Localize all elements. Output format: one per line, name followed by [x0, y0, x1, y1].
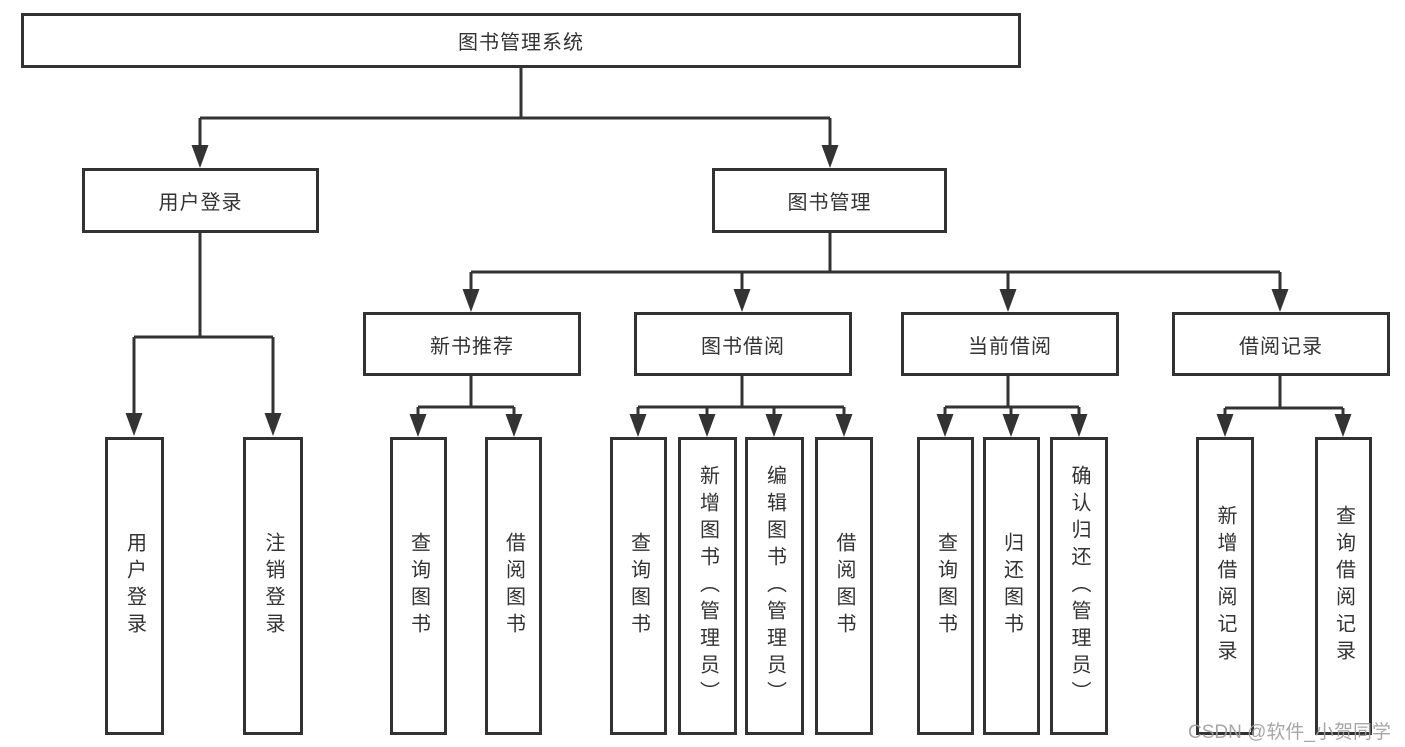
node-root: 图书管理系统	[21, 13, 1021, 68]
leaf-query-book-newrec: 查询图书	[390, 437, 447, 735]
watermark-text: CSDN @软件_小贺同学	[1188, 722, 1391, 743]
leaf-borrow-book-label: 借阅图书	[833, 532, 855, 640]
node-new-book-recommend-label: 新书推荐	[430, 335, 514, 358]
leaf-query-book-borrow: 查询图书	[610, 437, 667, 735]
node-current-borrow: 当前借阅	[901, 312, 1119, 376]
leaf-logout-label: 注销登录	[262, 532, 284, 640]
leaf-borrow-book-newrec: 借阅图书	[485, 437, 542, 735]
node-book-management-label: 图书管理	[787, 192, 872, 214]
leaf-add-book-admin: 新增图书（管理员）	[678, 437, 737, 735]
leaf-logout: 注销登录	[243, 437, 303, 735]
leaf-add-book-admin-label: 新增图书（管理员）	[696, 464, 719, 708]
node-book-management: 图书管理	[712, 168, 947, 233]
leaf-query-book-current-label: 查询图书	[934, 532, 957, 640]
node-book-borrow: 图书借阅	[634, 312, 852, 376]
leaf-return-book: 归还图书	[983, 437, 1040, 735]
leaf-return-book-label: 归还图书	[1000, 532, 1023, 640]
node-borrow-records-label: 借阅记录	[1239, 335, 1323, 358]
leaf-edit-book-admin: 编辑图书（管理员）	[745, 437, 804, 735]
leaf-query-book-newrec-label: 查询图书	[407, 532, 430, 640]
leaf-add-borrow-record: 新增借阅记录	[1196, 437, 1254, 735]
leaf-user-login: 用户登录	[105, 437, 164, 735]
leaf-query-book-current: 查询图书	[917, 437, 974, 735]
node-new-book-recommend: 新书推荐	[363, 312, 581, 376]
leaf-confirm-return-admin-label: 确认归还（管理员）	[1068, 464, 1090, 708]
leaf-add-borrow-record-label: 新增借阅记录	[1214, 505, 1236, 667]
leaf-query-borrow-record-label: 查询借阅记录	[1332, 505, 1355, 667]
node-root-label: 图书管理系统	[458, 32, 584, 54]
leaf-query-borrow-record: 查询借阅记录	[1315, 437, 1372, 735]
node-current-borrow-label: 当前借阅	[968, 335, 1052, 358]
leaf-confirm-return-admin: 确认归还（管理员）	[1050, 437, 1108, 735]
leaf-borrow-book-newrec-label: 借阅图书	[502, 532, 525, 640]
node-borrow-records: 借阅记录	[1172, 312, 1390, 376]
node-user-login: 用户登录	[82, 168, 319, 233]
node-user-login-label: 用户登录	[158, 192, 243, 214]
leaf-query-book-borrow-label: 查询图书	[627, 532, 650, 640]
node-book-borrow-label: 图书借阅	[701, 335, 785, 358]
leaf-edit-book-admin-label: 编辑图书（管理员）	[763, 464, 786, 708]
leaf-borrow-book: 借阅图书	[815, 437, 873, 735]
leaf-user-login-label: 用户登录	[123, 532, 146, 640]
